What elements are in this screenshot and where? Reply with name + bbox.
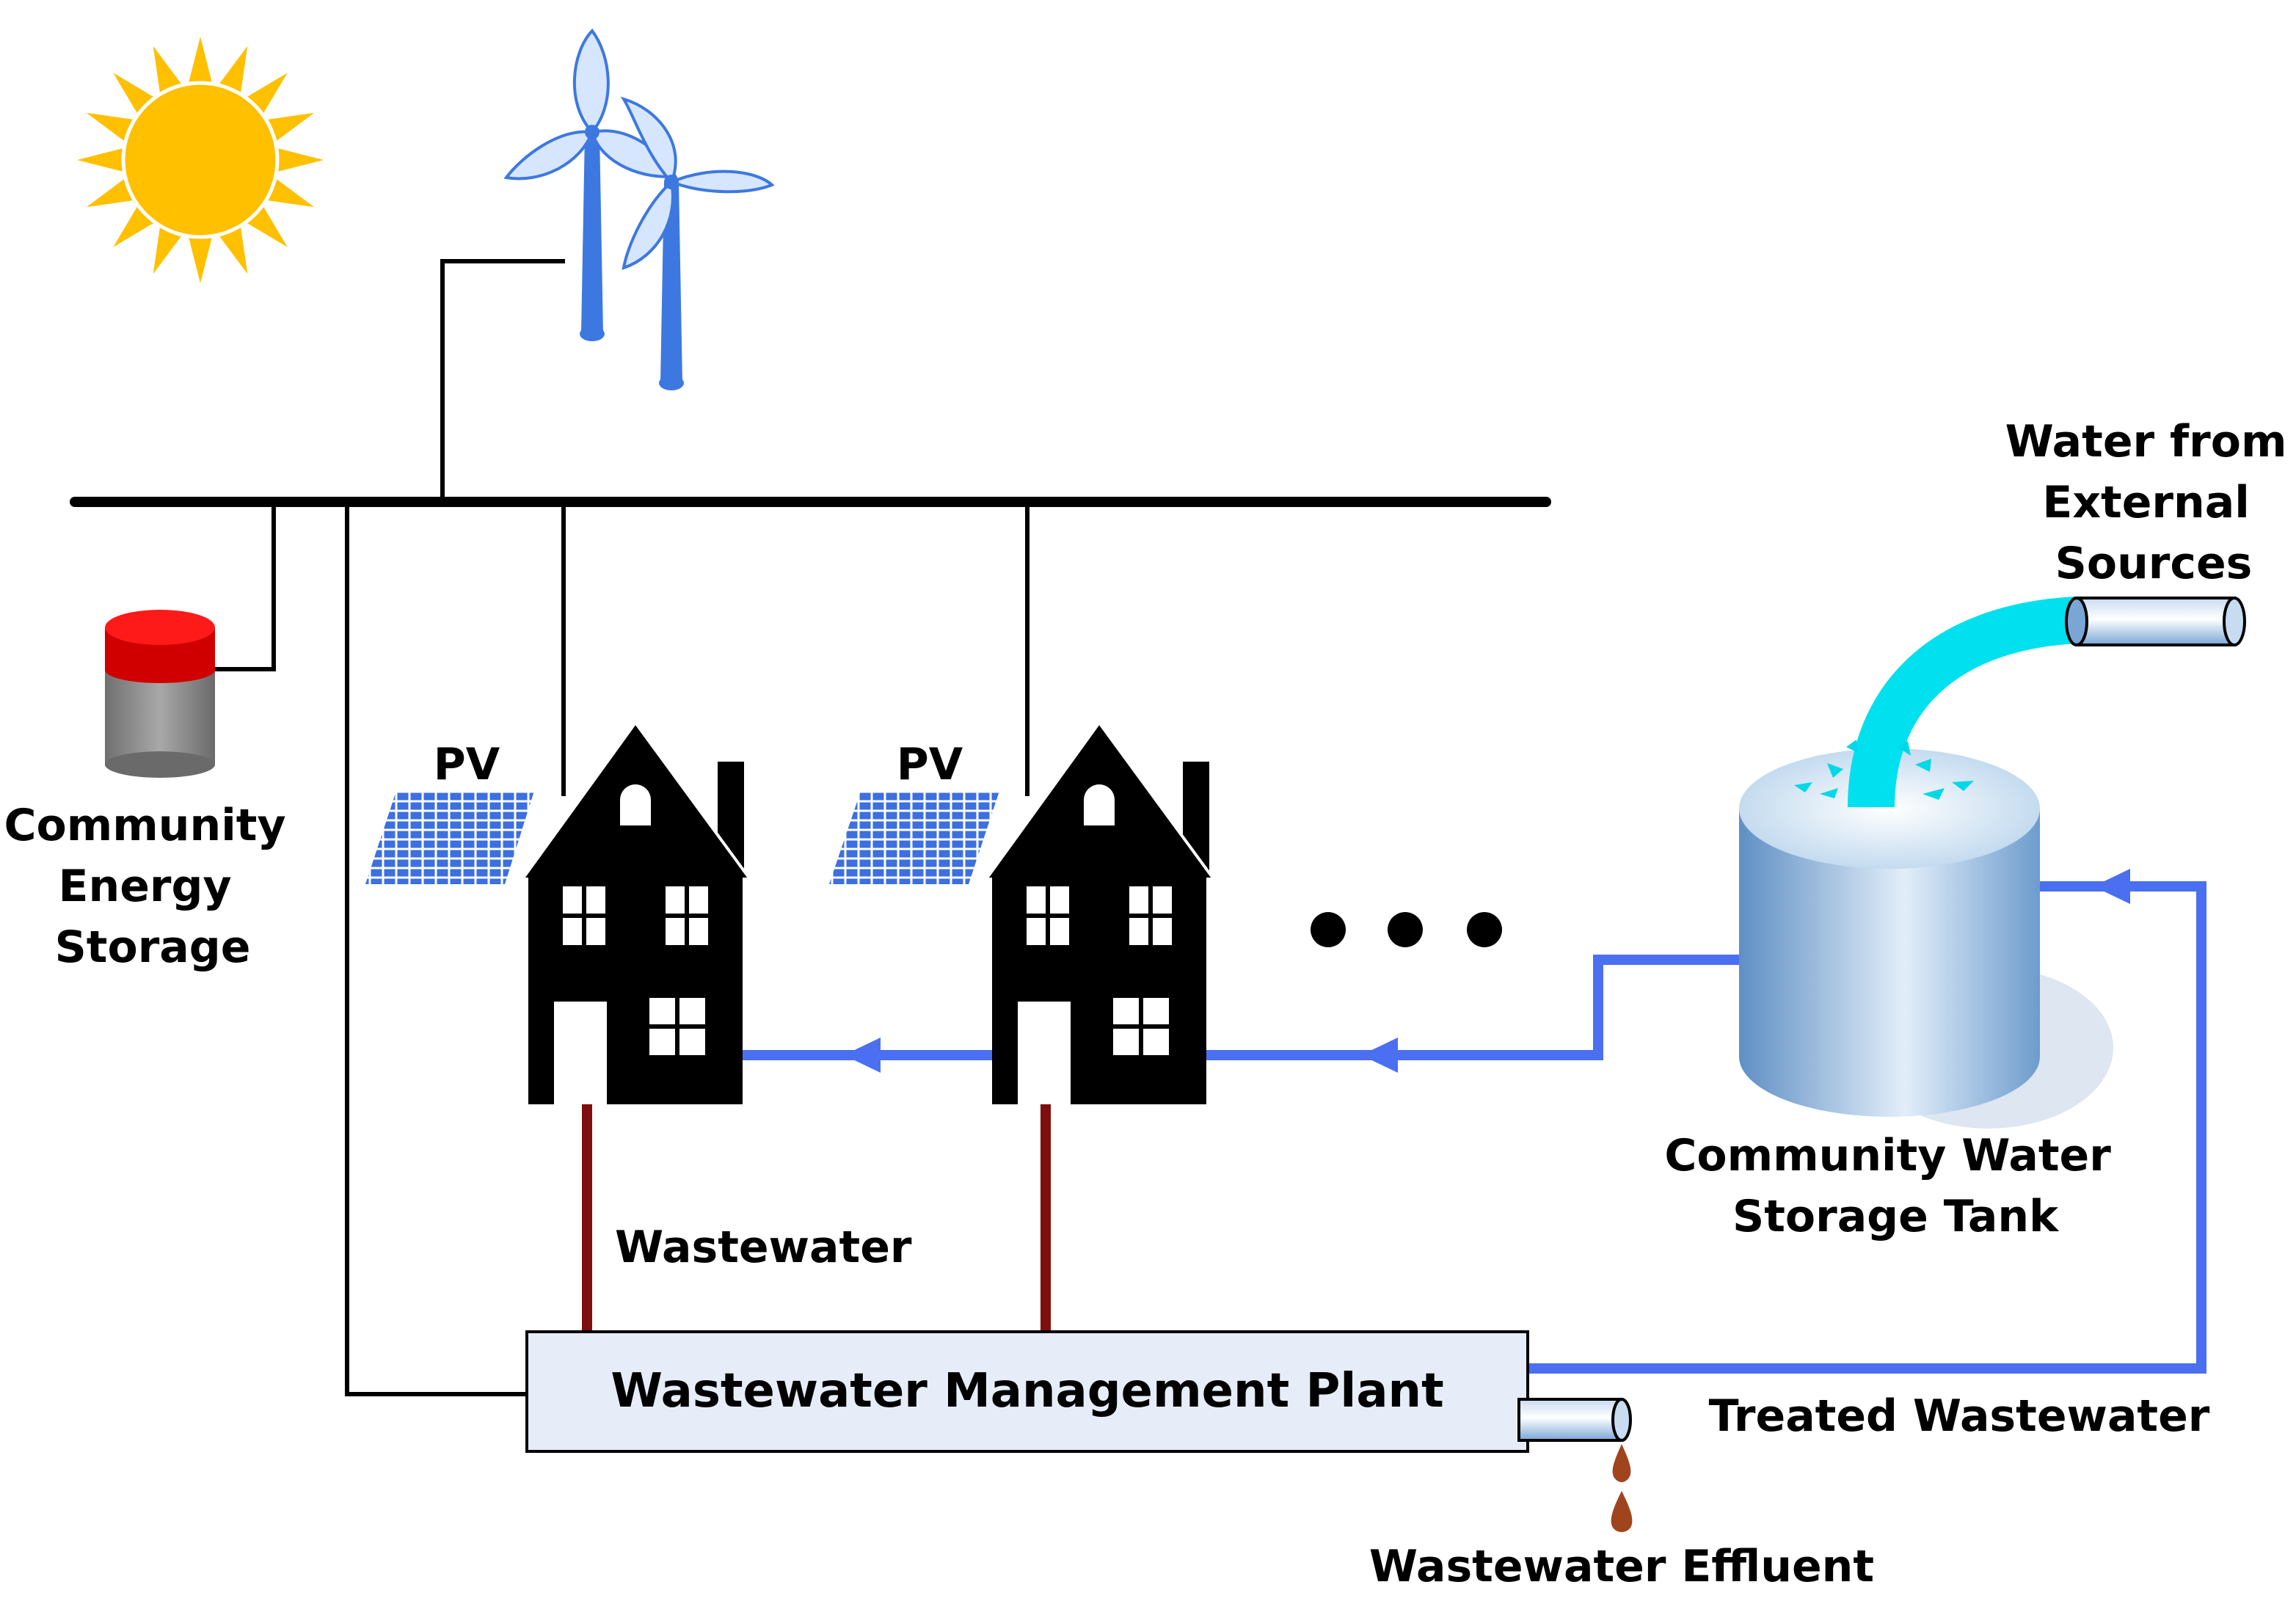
house-icon bbox=[983, 720, 1217, 1104]
turbine-connection bbox=[440, 259, 565, 502]
plant-connection bbox=[345, 502, 528, 1396]
pv-label-2: PV bbox=[897, 739, 963, 790]
solar-panel-icon bbox=[365, 791, 534, 884]
storage-connection bbox=[213, 502, 276, 671]
plant-label: Wastewater Management Plant bbox=[611, 1364, 1443, 1418]
wind-turbine-icon bbox=[503, 28, 678, 341]
solar-panel-icon bbox=[829, 791, 999, 884]
wastewater-plant-box bbox=[525, 1330, 1529, 1453]
wastewater-label: Wastewater bbox=[615, 1222, 912, 1273]
treated-wastewater-label: Treated Wastewater bbox=[1709, 1390, 2210, 1442]
flow-arrow bbox=[2093, 869, 2130, 904]
pipe-icon bbox=[2065, 597, 2246, 646]
flow-arrow bbox=[1361, 1038, 1398, 1073]
energy-storage-label: Community Energy Storage bbox=[4, 800, 302, 973]
pv-label-1: PV bbox=[434, 739, 500, 790]
flow-arrow bbox=[844, 1038, 881, 1073]
droplet-icon bbox=[1611, 1444, 1633, 1532]
pipe-icon bbox=[1517, 1398, 1632, 1442]
water-tank-label: Community Water Storage Tank bbox=[1664, 1130, 2126, 1242]
external-water-stream bbox=[1794, 597, 2078, 808]
external-water-label: Water from External Sources bbox=[2005, 416, 2296, 589]
power-grid-lines bbox=[70, 259, 1551, 1396]
wind-turbine-icon bbox=[620, 96, 775, 390]
house-icon bbox=[520, 720, 753, 1104]
effluent-label: Wastewater Effluent bbox=[1369, 1541, 1874, 1592]
water-supply-line bbox=[743, 955, 1739, 1060]
wastewater-pipes bbox=[582, 1104, 1051, 1332]
water-tank-icon bbox=[1739, 748, 2113, 1129]
ellipsis-icon bbox=[1311, 912, 1502, 947]
sun-icon bbox=[77, 37, 324, 283]
battery-icon bbox=[105, 610, 215, 778]
